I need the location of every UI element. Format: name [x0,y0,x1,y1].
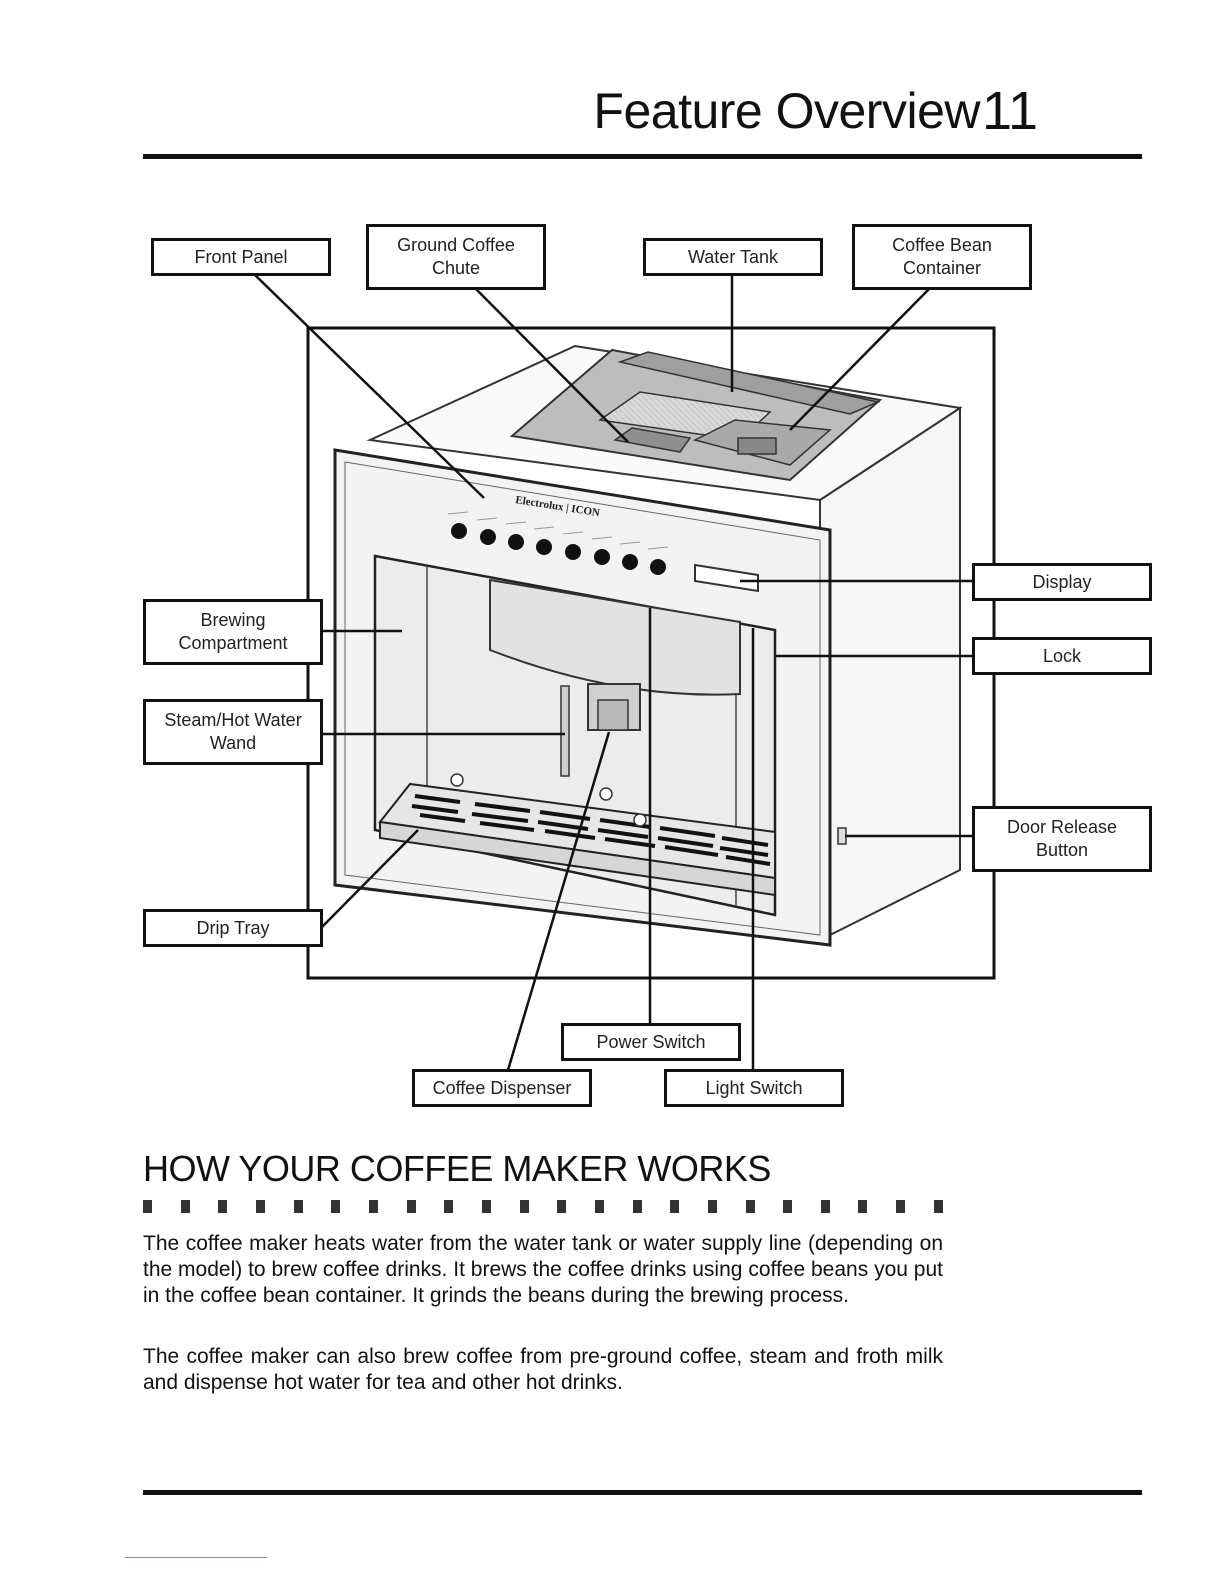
callout-label: Front Panel [194,246,288,267]
callout-label: Ground Coffee Chute [397,235,515,278]
page-title: Feature Overview [593,83,980,139]
callout-water-tank: Water Tank [643,238,823,276]
page-number: 11 [981,81,1039,141]
callout-label: Lock [1042,645,1082,666]
drip-tray-front [379,820,776,897]
callout-lock: Lock [972,637,1152,675]
callout-label: Power Switch [596,1031,706,1052]
callout-coffee-bean-container: Coffee Bean Container [852,224,1032,290]
callout-label: Brewing Compartment [178,610,288,653]
body-paragraph-1: The coffee maker heats water from the wa… [143,1232,943,1307]
chute-cover [613,427,692,453]
callout-label: Door Release Button [1006,817,1118,860]
callout-ground-coffee-chute: Ground Coffee Chute [366,224,546,290]
bean-lid-handle [737,437,777,455]
front-panel-bevel [344,461,821,936]
control-buttons [451,523,666,575]
callout-steam-hot-water-wand: Steam/Hot Water Wand [143,699,323,765]
callout-label: Coffee Dispenser [432,1077,572,1098]
leader-lines [253,273,972,1071]
callout-front-panel: Front Panel [151,238,331,276]
steam-wand [560,685,570,777]
callout-label: Light Switch [705,1077,803,1098]
callout-label: Water Tank [687,246,779,267]
machine-side [819,406,961,942]
callout-drip-tray: Drip Tray [143,909,323,947]
footer-mark [125,1557,267,1558]
callout-door-release-button: Door Release Button [972,806,1152,872]
body-paragraph-2: The coffee maker can also brew coffee fr… [143,1345,943,1394]
callout-brewing-compartment: Brewing Compartment [143,599,323,665]
callout-light-switch: Light Switch [664,1069,844,1107]
header-rule [143,154,1142,159]
callout-label: Steam/Hot Water Wand [164,710,302,753]
section-heading: HOW YOUR COFFEE MAKER WORKS [143,1148,771,1189]
heading-dot-divider [143,1200,943,1214]
water-tank-lid [617,351,881,415]
footer-rule [143,1490,1142,1495]
callout-coffee-dispenser: Coffee Dispenser [412,1069,592,1107]
callout-label: Display [1032,571,1092,592]
callout-display: Display [972,563,1152,601]
callout-label: Drip Tray [196,917,270,938]
callout-label: Coffee Bean Container [892,235,992,278]
door-release-knob [837,827,847,845]
display-window [694,563,759,593]
callout-power-switch: Power Switch [561,1023,741,1061]
